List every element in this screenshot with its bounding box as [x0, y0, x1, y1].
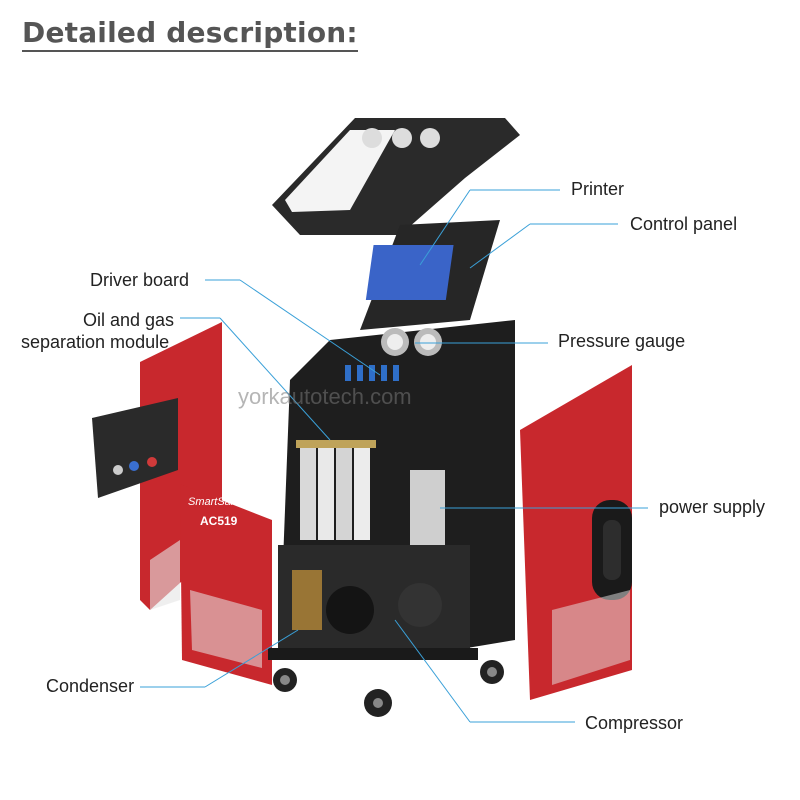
port-panel	[92, 398, 178, 498]
callout-lines	[140, 189, 648, 723]
label-power-supply: power supply	[659, 497, 766, 517]
watermark-text: yorkautotech.com	[238, 384, 412, 409]
right-red-panel	[520, 365, 632, 700]
panel-brand: SmartSafe	[188, 496, 240, 508]
page-title: Detailed description:	[22, 16, 358, 52]
label-oil-gas-line1: Oil and gas	[83, 310, 175, 330]
label-compressor: Compressor	[585, 713, 684, 733]
front-red-panel: SmartSafe AC519	[180, 484, 272, 685]
label-printer: Printer	[571, 179, 625, 199]
top-bezel	[272, 118, 520, 235]
label-driver-board: Driver board	[90, 270, 190, 290]
power-supply-box	[410, 470, 445, 545]
label-oil-gas: Oil and gas separation module	[21, 309, 174, 353]
main-cabinet	[268, 220, 515, 717]
label-condenser: Condenser	[46, 676, 135, 696]
label-oil-gas-line2: separation module	[21, 332, 170, 352]
panel-model: AC519	[200, 514, 238, 528]
separator-cylinders	[296, 440, 376, 540]
label-control-panel: Control panel	[630, 214, 738, 234]
label-pressure-gauge: Pressure gauge	[558, 331, 686, 351]
